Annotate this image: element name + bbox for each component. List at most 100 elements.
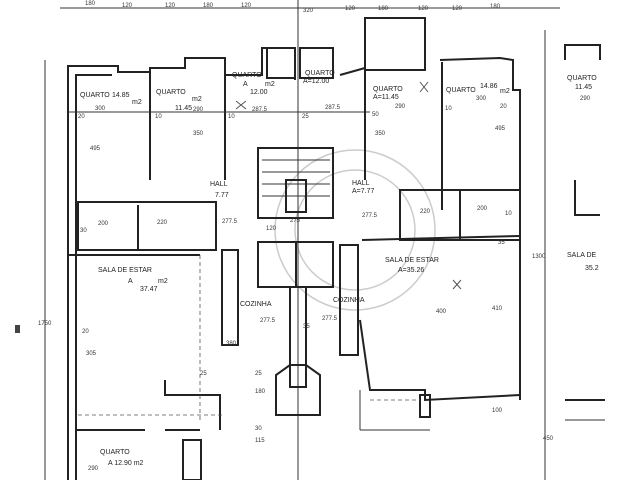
room-name: QUARTO xyxy=(446,87,476,94)
dim: 20 xyxy=(78,114,85,120)
room-width: 300 xyxy=(476,96,487,102)
dim: 100 xyxy=(492,408,503,414)
dim: 50 xyxy=(372,112,379,118)
dim-top: 320 xyxy=(303,8,314,14)
room-name: QUARTO xyxy=(100,449,130,456)
dim: 20 xyxy=(82,329,89,335)
room-name: QUARTO xyxy=(305,70,335,77)
dim-top: 120 xyxy=(122,3,133,9)
room-area: A=12.00 xyxy=(303,78,329,85)
room-area: A 12.90 m2 xyxy=(108,460,144,467)
dim: 10 xyxy=(155,114,162,120)
room-width: 287.5 xyxy=(325,105,341,111)
dim: 290 xyxy=(88,466,99,472)
room-unit: m2 xyxy=(158,278,168,285)
dim: 495 xyxy=(495,126,506,132)
room-width: 400 xyxy=(436,309,447,315)
dim: 200 xyxy=(477,206,488,212)
dim-top: 120 xyxy=(165,3,176,9)
room-width: 287.5 xyxy=(252,107,268,113)
dim: 380 xyxy=(226,341,237,347)
room-name: QUARTO xyxy=(373,86,403,93)
dim: 115 xyxy=(255,438,265,444)
room-area: 7.77 xyxy=(215,192,229,199)
room-unit: m2 xyxy=(192,96,202,103)
dim: 410 xyxy=(492,306,503,312)
x-mark xyxy=(235,81,462,290)
dim: 10 xyxy=(445,106,452,112)
dim: 450 xyxy=(543,436,554,442)
room-width: 290 xyxy=(580,96,591,102)
dim: 305 xyxy=(86,351,97,357)
room-name: SALA DE ESTAR xyxy=(385,257,439,264)
room-area: 11.45 xyxy=(575,84,592,91)
dim-top: 180 xyxy=(490,4,501,10)
room-area: A=11.45 xyxy=(373,94,399,101)
dim: 25 xyxy=(255,371,262,377)
dim: 35 xyxy=(303,324,310,330)
dim: 350 xyxy=(193,131,204,137)
room-name: HALL xyxy=(210,181,228,188)
dim: 30 xyxy=(255,426,262,432)
room-name: SALA DE xyxy=(567,252,597,259)
room-name: QUARTO xyxy=(156,89,186,96)
dim: 10 xyxy=(505,211,512,217)
room-width: 290 xyxy=(193,107,204,113)
room-unit: m2 xyxy=(265,81,275,88)
dim: 25 xyxy=(200,371,207,377)
dim: 495 xyxy=(90,146,101,152)
room-label-a: A xyxy=(243,81,248,88)
dim: 20 xyxy=(500,104,507,110)
dim: 35 xyxy=(498,240,505,246)
dim: 200 xyxy=(98,221,109,227)
left-apartment-walls xyxy=(67,47,370,480)
dim: 1300 xyxy=(532,254,546,260)
dim: 120 xyxy=(266,226,277,232)
dim: 10 xyxy=(228,114,235,120)
room-width: 277.5 xyxy=(260,318,276,324)
adjacent-apartment-partial xyxy=(15,44,605,421)
dim: 275 xyxy=(290,218,301,224)
room-unit: m2 xyxy=(500,88,510,95)
room-name: SALA DE ESTAR xyxy=(98,267,152,274)
room-area: 35.2 xyxy=(585,265,599,272)
dim-top: 180 xyxy=(85,1,96,7)
room-area: 12.00 xyxy=(250,89,268,96)
room-area: 14.86 xyxy=(480,83,498,90)
dim-top: 180 xyxy=(203,3,214,9)
dim-top: 180 xyxy=(378,6,389,12)
room-name: QUARTO xyxy=(567,75,597,82)
dim-top: 120 xyxy=(452,6,463,12)
dim: 30 xyxy=(80,228,87,234)
room-name: QUARTO xyxy=(80,92,110,99)
room-name: COZINHA xyxy=(333,297,365,304)
room-width: 277.5 xyxy=(322,316,338,322)
room-name: HALL xyxy=(352,180,370,187)
dim-top: 120 xyxy=(345,6,356,12)
room-name: COZINHA xyxy=(240,301,272,308)
dim-top: 120 xyxy=(418,6,429,12)
room-area: 14.85 xyxy=(112,92,130,99)
stair-core xyxy=(257,47,334,416)
room-area: A=35.26 xyxy=(398,267,424,274)
top-dimension-line xyxy=(44,0,560,480)
room-area: 37.47 xyxy=(140,286,158,293)
room-width: 277.5 xyxy=(222,219,238,225)
room-unit: m2 xyxy=(132,99,142,106)
dim: 350 xyxy=(375,131,386,137)
room-area: 11.45 xyxy=(175,105,192,112)
dim: 180 xyxy=(255,389,266,395)
room-width: 300 xyxy=(95,106,106,112)
dim: 220 xyxy=(420,209,431,215)
room-area: A=7.77 xyxy=(352,188,374,195)
dim: 220 xyxy=(157,220,168,226)
watermark-logo xyxy=(274,149,436,311)
dim-top: 120 xyxy=(241,3,252,9)
right-apartment-walls xyxy=(339,17,521,431)
room-label-a: A xyxy=(128,278,133,285)
room-name: QUARTO xyxy=(232,72,262,79)
dim: 25 xyxy=(302,114,309,120)
dim: 1750 xyxy=(38,321,52,327)
room-width: 290 xyxy=(395,104,406,110)
